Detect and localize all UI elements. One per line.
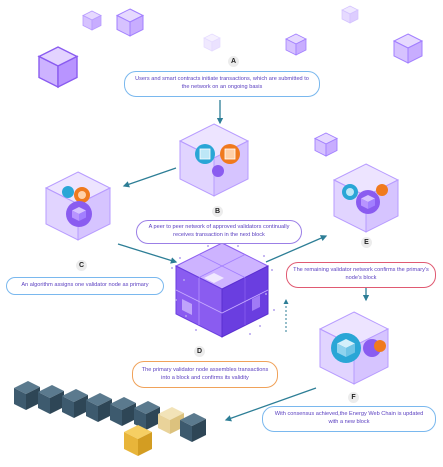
arrow-b-to-c [122,167,177,188]
step-b-label: A peer to peer network of approved valid… [136,220,302,244]
floating-cube-icon [392,33,424,64]
step-d-label: The primary validator node assembles tra… [132,361,278,388]
network-dots [171,245,275,335]
step-b-letter: B [212,206,223,217]
blockchain-chain-icon [14,381,206,456]
floating-cube-icon [285,33,307,56]
arrow-d-to-e [265,235,328,263]
validator-node-b-icon [178,123,250,197]
arrow-c-to-d [117,243,178,264]
step-a-letter: A [228,56,239,67]
floating-cube-icon [37,46,79,89]
validator-node-e-icon [332,163,400,233]
floating-cube-icon [203,33,221,52]
floating-cube-icon [82,10,102,31]
block-cluster-icon [174,242,270,338]
step-a-label: Users and smart contracts initiate trans… [124,71,320,97]
step-c-label: An algorithm assigns one validator node … [6,277,164,295]
step-e-letter: E [361,237,372,248]
step-f-letter: F [348,392,359,403]
step-e-label: The remaining validator network confirms… [286,262,436,288]
floating-cube-icon [341,5,359,24]
step-f-label: With consensus achieved,the Energy Web C… [262,406,436,432]
validator-node-f-icon [318,311,390,385]
arrow-f-to-chain [224,387,317,422]
floating-cube-icon [313,132,339,157]
floating-cube-icon [115,8,145,37]
step-c-letter: C [76,260,87,271]
validator-node-c-icon [44,171,112,241]
step-d-letter: D [194,346,205,357]
